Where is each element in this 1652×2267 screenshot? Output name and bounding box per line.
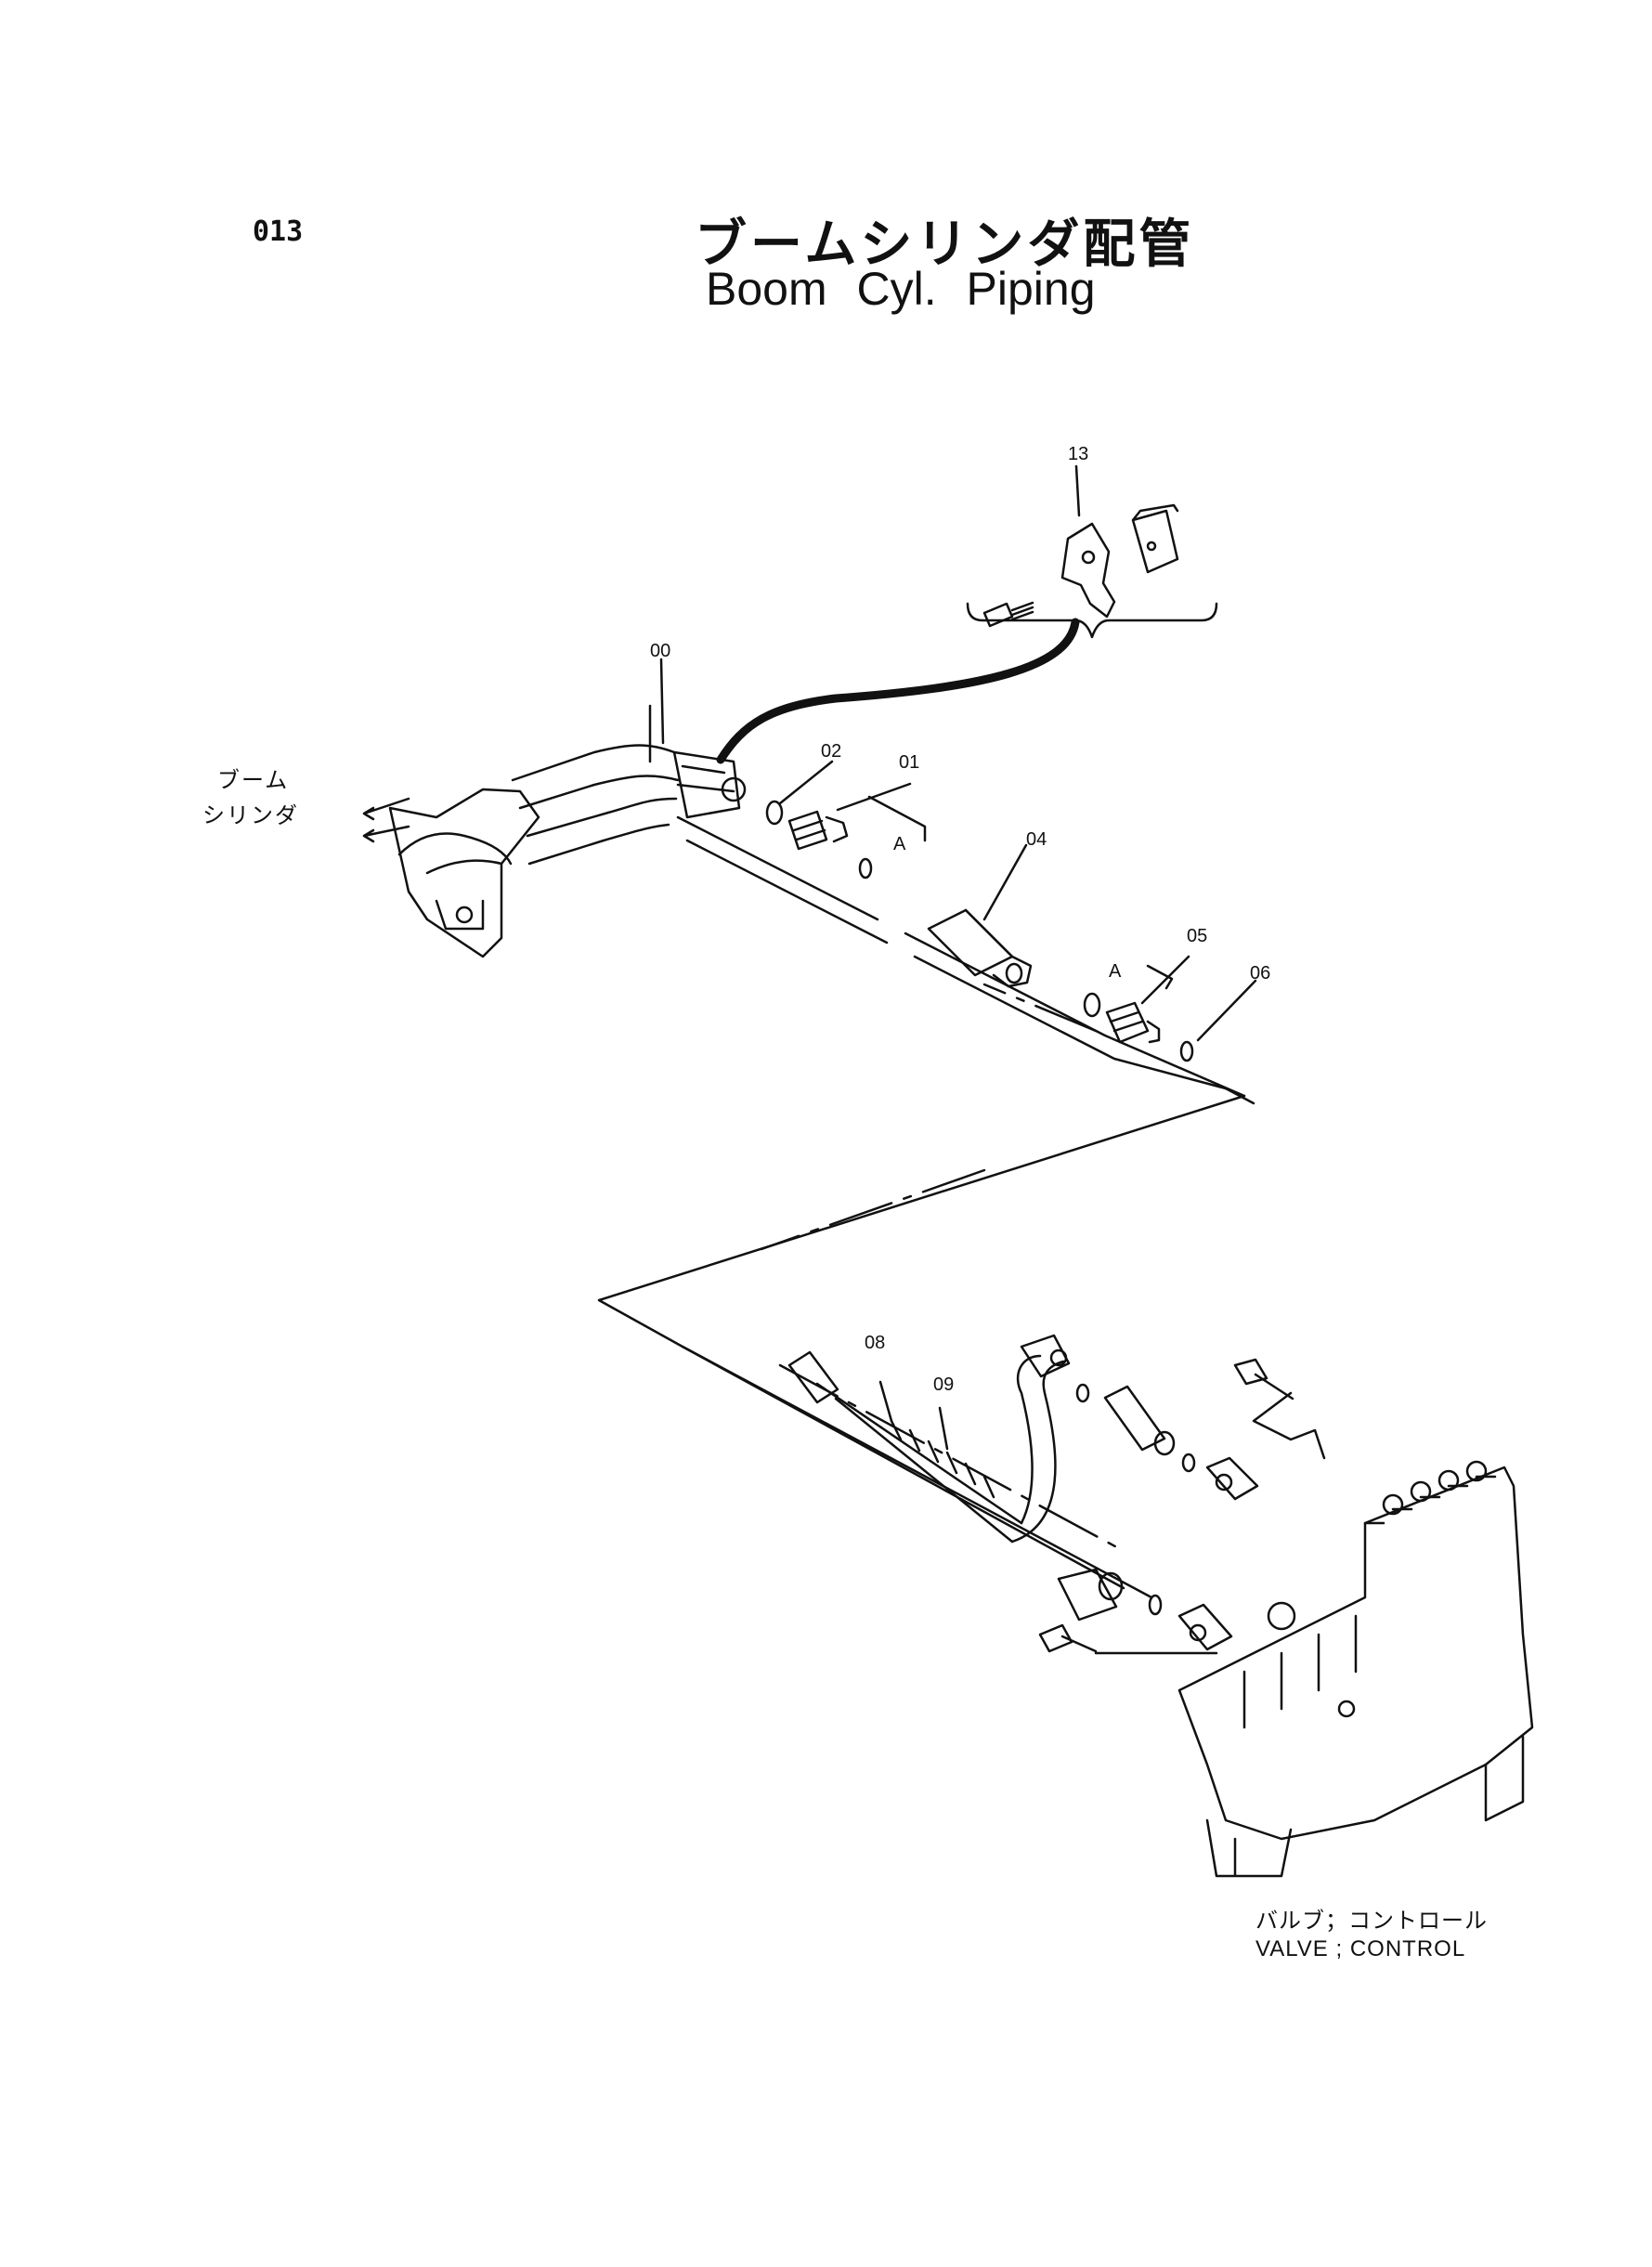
hose-08-09 bbox=[787, 1334, 1071, 1544]
title-english: Boom Cyl. Piping bbox=[706, 263, 1096, 315]
page-number: 013 bbox=[253, 215, 304, 248]
fitting-05 bbox=[1105, 1001, 1161, 1044]
label-13: 13 bbox=[1068, 444, 1089, 464]
main-pipe-run bbox=[597, 815, 1255, 1599]
label-00: 00 bbox=[650, 641, 671, 661]
label-point-a-1: A bbox=[893, 834, 906, 854]
upper-pipes-00 bbox=[388, 704, 747, 958]
label-02: 02 bbox=[821, 741, 842, 762]
fitting-01 bbox=[787, 810, 849, 851]
label-09: 09 bbox=[933, 1375, 955, 1395]
boom-cylinder-label-line2: シリンダ bbox=[202, 802, 299, 828]
valve-label-english: VALVE ; CONTROL bbox=[1255, 1936, 1466, 1961]
boom-cylinder-label-line1: ブーム bbox=[217, 767, 290, 793]
label-05: 05 bbox=[1187, 926, 1208, 946]
clamp-assembly-13 bbox=[966, 503, 1218, 639]
label-point-a-2: A bbox=[1109, 961, 1122, 982]
part-04-body bbox=[927, 908, 1033, 988]
title-japanese: ブームシリンダ配管 bbox=[695, 215, 1195, 275]
label-08: 08 bbox=[865, 1333, 886, 1353]
valve-label-japanese: バルブ；コントロール bbox=[1255, 1909, 1488, 1934]
label-06: 06 bbox=[1250, 963, 1271, 984]
label-01: 01 bbox=[899, 752, 920, 773]
control-valve-body bbox=[1177, 1460, 1534, 1878]
label-04: 04 bbox=[1026, 829, 1047, 850]
